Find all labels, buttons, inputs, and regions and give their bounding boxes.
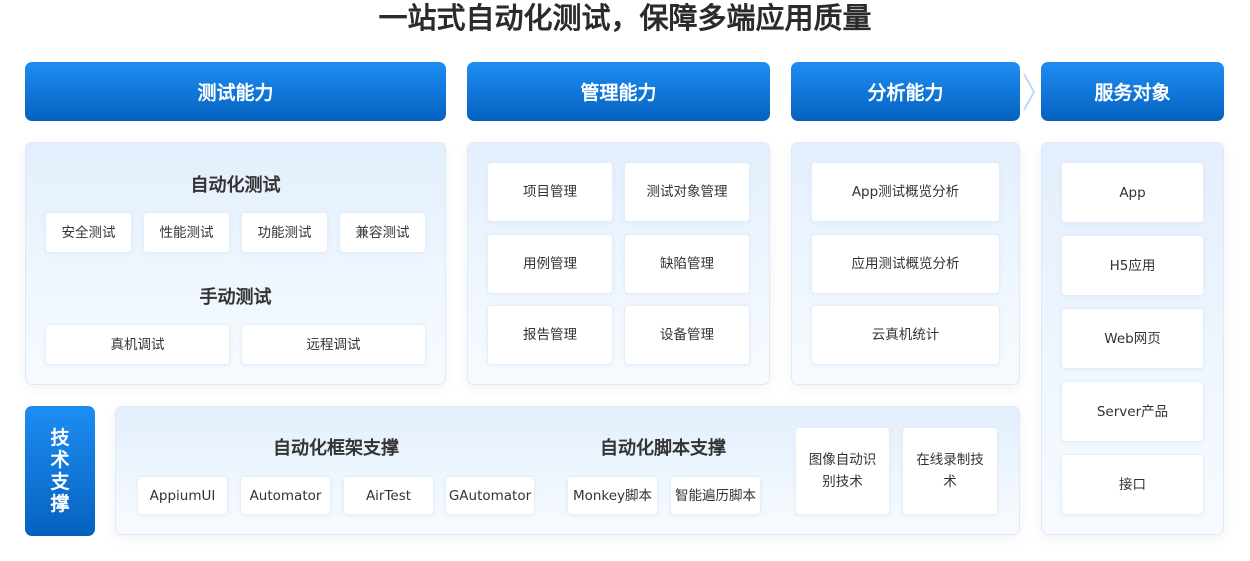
management-item: 用例管理 bbox=[487, 234, 613, 294]
management-item: 报告管理 bbox=[487, 305, 613, 365]
auto-test-item: 性能测试 bbox=[143, 212, 230, 253]
auto-test-title: 自动化测试 bbox=[190, 175, 281, 196]
page-title: 一站式自动化测试，保障多端应用质量 bbox=[378, 1, 872, 35]
service-item: Web网页 bbox=[1061, 308, 1204, 369]
script-item: Monkey脚本 bbox=[567, 476, 658, 515]
tech-item: 在线录制技术 bbox=[902, 427, 998, 515]
framework-item: GAutomator bbox=[445, 476, 535, 515]
analysis-item: 应用测试概览分析 bbox=[811, 234, 1000, 294]
manual-test-title: 手动测试 bbox=[199, 287, 272, 308]
analysis-item: 云真机统计 bbox=[811, 305, 1000, 365]
auto-test-item: 安全测试 bbox=[45, 212, 132, 253]
service-item: App bbox=[1061, 162, 1204, 223]
service-item: Server产品 bbox=[1061, 381, 1204, 442]
analysis-item: App测试概览分析 bbox=[811, 162, 1000, 222]
header-analysis: 分析能力 bbox=[791, 62, 1020, 121]
management-item: 项目管理 bbox=[487, 162, 613, 222]
tech-item: 图像自动识别技术 bbox=[795, 427, 890, 515]
service-item: 接口 bbox=[1061, 454, 1204, 515]
framework-title: 自动化框架支撑 bbox=[273, 438, 399, 459]
header-testing: 测试能力 bbox=[25, 62, 446, 121]
management-item: 缺陷管理 bbox=[624, 234, 750, 294]
script-title: 自动化脚本支撑 bbox=[600, 438, 726, 459]
header-service: 服务对象 bbox=[1041, 62, 1224, 121]
script-item: 智能遍历脚本 bbox=[670, 476, 761, 515]
management-item: 设备管理 bbox=[624, 305, 750, 365]
auto-test-item: 兼容测试 bbox=[339, 212, 426, 253]
chevron-right-icon bbox=[1023, 73, 1036, 111]
management-item: 测试对象管理 bbox=[624, 162, 750, 222]
manual-test-item: 远程调试 bbox=[241, 324, 426, 365]
auto-test-item: 功能测试 bbox=[241, 212, 328, 253]
framework-item: AirTest bbox=[343, 476, 434, 515]
tech-support-label: 技术支撑 bbox=[25, 406, 95, 536]
manual-test-item: 真机调试 bbox=[45, 324, 230, 365]
service-item: H5应用 bbox=[1061, 235, 1204, 296]
framework-item: Automator bbox=[240, 476, 331, 515]
framework-item: AppiumUI bbox=[137, 476, 228, 515]
header-management: 管理能力 bbox=[467, 62, 770, 121]
